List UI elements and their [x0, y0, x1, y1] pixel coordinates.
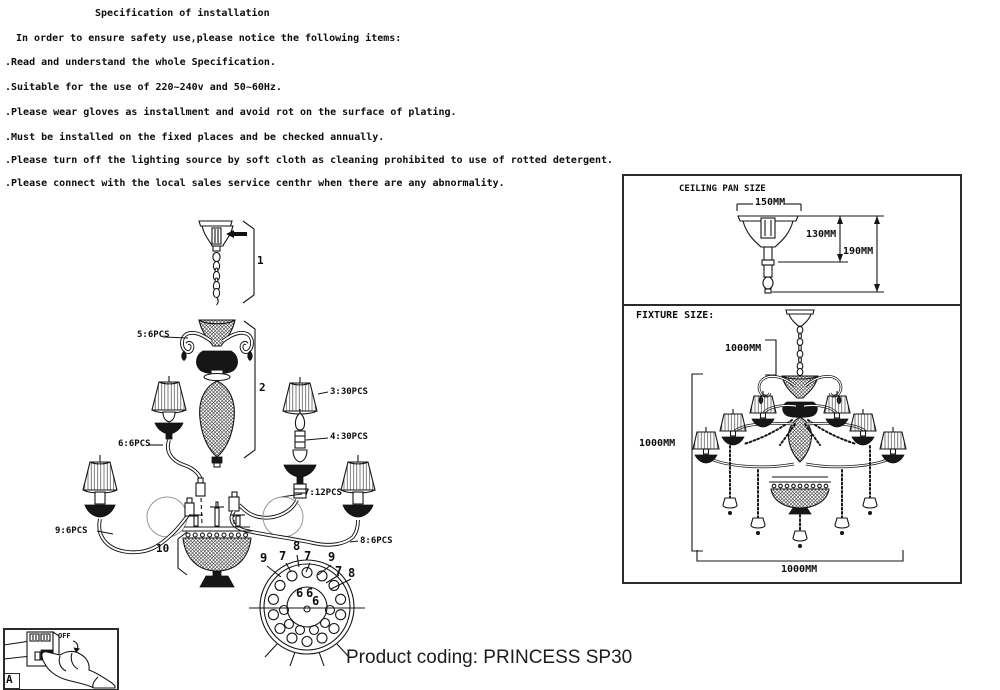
leader-8	[349, 540, 359, 543]
leader-4	[305, 437, 329, 441]
power-off-diagram	[3, 630, 116, 689]
spec-item: .Please wear gloves as installment and a…	[5, 107, 457, 118]
ring-number: 9	[328, 550, 336, 564]
spec-title: Specification of installation	[95, 8, 270, 19]
dim-150: 150MM	[755, 197, 786, 208]
ring-number: 8	[348, 566, 356, 580]
far-left-shade-arm-diagram	[82, 455, 195, 555]
spec-item: .Read and understand the whole Specifica…	[5, 57, 276, 68]
canopy-chain-diagram	[198, 220, 255, 306]
ring-number: 9	[260, 551, 268, 565]
ring-number: 7	[279, 549, 287, 563]
ring-number-inner: 6	[296, 586, 304, 600]
panel-label: A	[6, 673, 13, 686]
ceiling-pan-title: CEILING PAN SIZE	[679, 184, 766, 194]
fixture-shades	[692, 391, 907, 464]
center-column-diagram	[162, 319, 256, 468]
spec-item: .Please turn off the lighting source by …	[5, 155, 614, 166]
ring-number-inner: 6	[306, 586, 314, 600]
callout-8: 8:6PCS	[360, 536, 393, 546]
callout-9: 9:6PCS	[55, 526, 88, 536]
fixture-drops	[722, 445, 878, 536]
callout-5: 5:6PCS	[137, 330, 170, 340]
fixture-size-diagram	[691, 309, 907, 562]
callout-3: 3:30PCS	[330, 387, 368, 397]
ring-number-inner: 6	[312, 594, 320, 608]
spec-item: .Suitable for the use of 220~240v and 50…	[5, 82, 282, 93]
dim-chain: 1000MM	[725, 343, 762, 354]
dimension-box	[622, 174, 962, 584]
callout-7: 7:12PCS	[304, 488, 342, 498]
callout-6: 6:6PCS	[118, 439, 151, 449]
width-dim-bracket	[696, 550, 904, 562]
bracket-2-label: 2	[259, 381, 266, 394]
dim-width: 1000MM	[781, 564, 818, 575]
product-coding: Product coding: PRINCESS SP30	[346, 647, 633, 668]
ring-number: 7	[335, 564, 343, 578]
leader-9	[96, 530, 114, 535]
spec-item: .Please connect with the local sales ser…	[5, 178, 505, 189]
leader-7	[280, 493, 303, 498]
bracket-2-line	[243, 320, 256, 459]
spec-item: .Must be installed on the fixed places a…	[5, 132, 385, 143]
ring-top-view-diagram	[249, 554, 365, 667]
dimension-box-divider	[624, 304, 960, 306]
ring-number: 8	[293, 539, 301, 553]
dim-height: 1000MM	[639, 438, 676, 449]
bracket-10-line	[177, 531, 188, 576]
bracket-1-label: 1	[257, 254, 264, 267]
ceiling-pan-diagram	[736, 203, 884, 294]
dim-130: 130MM	[806, 229, 837, 240]
chain-dim-bracket	[765, 339, 777, 376]
callout-4: 4:30PCS	[330, 432, 368, 442]
bracket-10-label: 10	[156, 542, 170, 555]
leader-3	[317, 391, 329, 395]
upper-left-shade-arm-diagram	[148, 376, 206, 526]
off-label: OFF	[58, 632, 71, 640]
bracket-1-line	[242, 220, 255, 304]
corner-label-box	[3, 673, 20, 689]
leader-5	[162, 336, 189, 339]
shade-candle-exploded-diagram	[228, 377, 329, 520]
ring-number: 7	[304, 549, 312, 563]
bottom-bowl-diagram	[177, 501, 252, 588]
fixture-size-title: FIXTURE SIZE:	[636, 310, 715, 321]
dim-190: 190MM	[843, 246, 874, 257]
install-direction-arrow	[226, 230, 247, 238]
spec-intro: In order to ensure safety use,please not…	[16, 33, 402, 44]
